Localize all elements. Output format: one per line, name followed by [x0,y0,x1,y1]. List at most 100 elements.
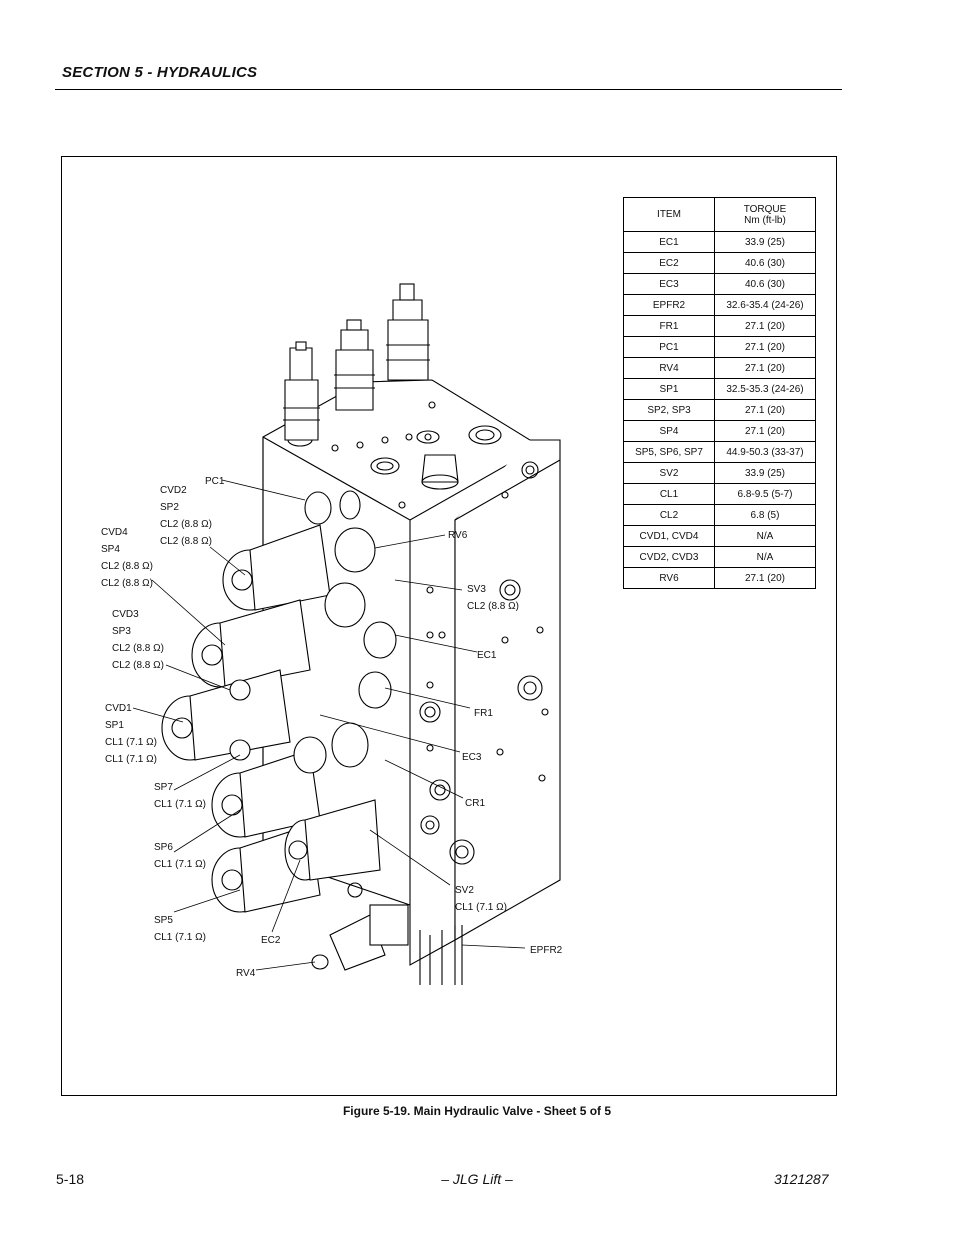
callout-epfr2: EPFR2 [530,945,563,956]
callout-ec3: EC3 [462,752,482,763]
figure-caption: Figure 5-19. Main Hydraulic Valve - Shee… [342,1104,612,1118]
callout-sp7-line1: SP7 [154,782,173,793]
torque-cell: 27.1 (20) [714,399,816,421]
torque-cell: N/A [714,546,816,568]
torque-cell: 33.9 (25) [714,231,816,253]
callout-cvd4-line3: CL2 (8.8 Ω) [101,561,153,572]
item-cell: FR1 [623,315,715,337]
header-rule [55,89,842,90]
item-cell: EC1 [623,231,715,253]
torque-cell: 40.6 (30) [714,273,816,295]
item-cell: SV2 [623,462,715,484]
callout-rv6: RV6 [448,530,468,541]
item-cell: EC2 [623,252,715,274]
col-torque-header: TORQUE Nm (ft-lb) [714,197,816,232]
callout-sp6-line2: CL1 (7.1 Ω) [154,859,206,870]
figure-frame [61,156,837,1096]
callout-cvd4-line4: CL2 (8.8 Ω) [101,578,153,589]
torque-cell: 6.8 (5) [714,504,816,526]
page-number: 5-18 [56,1171,85,1187]
callout-cvd3-line1: CVD3 [112,609,139,620]
item-cell: SP1 [623,378,715,400]
callout-cvd2-line3: CL2 (8.8 Ω) [160,519,212,530]
top-cartridges [283,283,430,441]
document-number: 3121287 [774,1171,829,1187]
callout-sv2-line1: SV2 [455,885,474,896]
callout-cvd3-line3: CL2 (8.8 Ω) [112,643,164,654]
col-item-header: ITEM [623,197,715,232]
torque-cell: 27.1 (20) [714,357,816,379]
callout-cvd4-line2: SP4 [101,544,120,555]
callout-sp7-line2: CL1 (7.1 Ω) [154,799,206,810]
section-title: SECTION 5 - HYDRAULICS [62,64,258,81]
callout-cvd1-line2: SP1 [105,720,124,731]
item-cell: CVD2, CVD3 [623,546,715,568]
callout-cvd3-line2: SP3 [112,626,131,637]
item-cell: EPFR2 [623,294,715,316]
torque-cell: 32.5-35.3 (24-26) [714,378,816,400]
callout-ec2: EC2 [261,935,281,946]
callout-sv3-line1: SV3 [467,584,486,595]
item-cell: RV4 [623,357,715,379]
callout-cvd2-line2: SP2 [160,502,179,513]
callout-cvd4-line1: CVD4 [101,527,128,538]
torque-cell: 44.9-50.3 (33-37) [714,441,816,463]
callout-cvd2-line4: CL2 (8.8 Ω) [160,536,212,547]
torque-cell: 27.1 (20) [714,420,816,442]
callout-pc1: PC1 [205,476,225,487]
torque-cell: 32.6-35.4 (24-26) [714,294,816,316]
footer-publisher: – JLG Lift – [441,1171,513,1187]
item-cell: EC3 [623,273,715,295]
callout-fr1: FR1 [474,708,493,719]
callout-cr1: CR1 [465,798,485,809]
callout-cvd1-line1: CVD1 [105,703,132,714]
torque-cell: 27.1 (20) [714,336,816,358]
torque-table-header: ITEM TORQUE Nm (ft-lb) [623,197,816,232]
torque-cell: 33.9 (25) [714,462,816,484]
item-cell: CL2 [623,504,715,526]
item-cell: CVD1, CVD4 [623,525,715,547]
callout-sp5-line1: SP5 [154,915,173,926]
col-torque-line2: Nm (ft-lb) [744,214,786,226]
item-cell: SP5, SP6, SP7 [623,441,715,463]
col-torque-line1: TORQUE [743,203,787,215]
item-cell: SP2, SP3 [623,399,715,421]
torque-cell: N/A [714,525,816,547]
callout-sv3-line2: CL2 (8.8 Ω) [467,601,519,612]
callout-ec1: EC1 [477,650,497,661]
item-cell: SP4 [623,420,715,442]
leader-lines [132,479,526,971]
callout-cvd2-line1: CVD2 [160,485,187,496]
callout-sp6-line1: SP6 [154,842,173,853]
callout-cvd3-line4: CL2 (8.8 Ω) [112,660,164,671]
item-cell: PC1 [623,336,715,358]
torque-cell: 6.8-9.5 (5-7) [714,483,816,505]
item-cell: RV6 [623,567,715,589]
callout-rv4: RV4 [236,968,256,979]
callout-cvd1-line4: CL1 (7.1 Ω) [105,754,157,765]
torque-cell: 27.1 (20) [714,315,816,337]
callout-sv2-line2: CL1 (7.1 Ω) [455,902,507,913]
torque-cell: 40.6 (30) [714,252,816,274]
callout-cvd1-line3: CL1 (7.1 Ω) [105,737,157,748]
solenoid-coils [161,491,409,971]
